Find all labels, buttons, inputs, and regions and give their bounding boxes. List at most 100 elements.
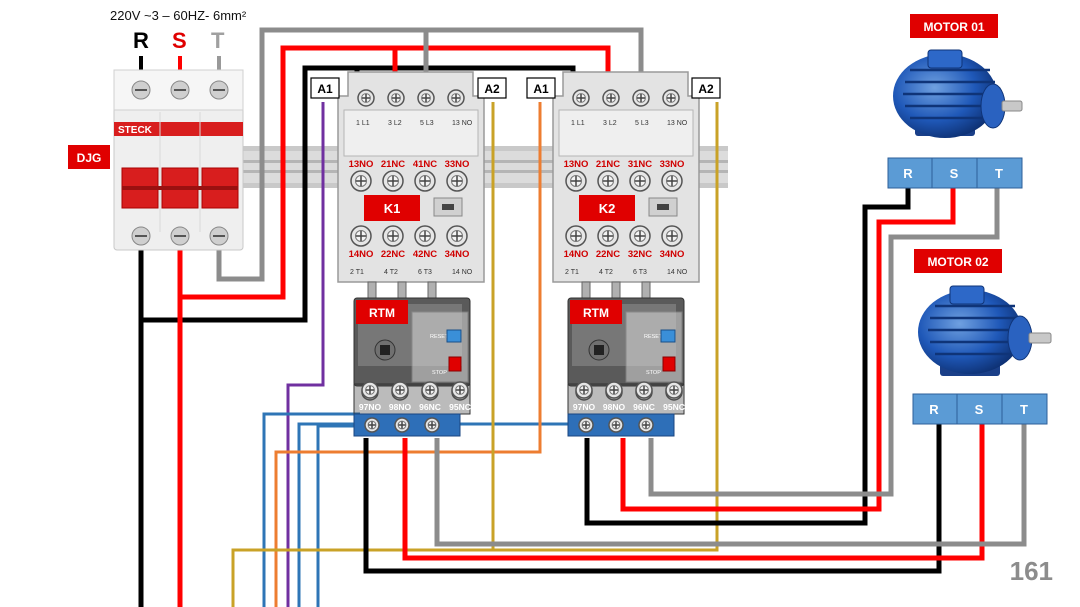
wire-k2-out-red (620, 188, 956, 512)
motor-02: MOTOR 02 R S T (912, 249, 1052, 425)
k2-tag (579, 195, 635, 221)
k1-bottom-term-0: 2 T1 (350, 269, 364, 276)
k1-bottom-contact-3: 34NO (445, 249, 470, 260)
breaker-brand: STECK (118, 125, 153, 136)
rtm-1-contact-0: 97NO (359, 402, 382, 412)
wire-s-k1 (180, 45, 398, 300)
k2-top-term-2: 5 L3 (635, 120, 649, 127)
rtm-1-contact-2: 96NC (419, 402, 441, 412)
rtm-1-contact-3: 95NC (449, 402, 471, 412)
wire-t-main (216, 27, 644, 282)
rtm-1-contact-1: 98NO (389, 402, 412, 412)
supply-spec: 220V ~3 – 60HZ- 6mm² (110, 8, 247, 23)
wire-blue-2 (297, 422, 580, 607)
breaker-top-screws (131, 80, 229, 100)
k2-bottom-term-2: 6 T3 (633, 269, 647, 276)
k2-top-contact-0: 13NO (564, 159, 589, 170)
rtm-1-stop-button[interactable] (448, 356, 462, 372)
k1-a1-label: A1 (317, 82, 333, 96)
motor-02-tag (914, 249, 1002, 273)
rtm-1-reset-label: RESET (430, 334, 449, 340)
k1-bottom-term-3: 14 NO (452, 269, 473, 276)
supply-stubs (139, 56, 221, 70)
k2-bottom-contact-1: 22NC (596, 249, 620, 260)
breaker-bottom-screws (131, 226, 229, 246)
k2-top-term-0: 1 L1 (571, 120, 585, 127)
k2-top-term-1: 3 L2 (603, 120, 617, 127)
rtm-2-label: RTM (583, 306, 609, 320)
wire-k1-out-black (363, 424, 942, 574)
motor-01-tag (910, 14, 998, 38)
k2-top-contact-2: 31NC (628, 159, 652, 170)
k2-top-contact-3: 33NO (660, 159, 685, 170)
phase-s-label: S (172, 28, 187, 53)
wire-gold-a2-k2 (493, 102, 719, 552)
motor-01-terminal-box: R S T (887, 157, 1023, 189)
k1-top-contact-2: 41NC (413, 159, 437, 170)
k1-tag (364, 195, 420, 221)
contactors: 1 L1 3 L2 5 L3 13 NO 13NO 21NC 41NC 33NO K1 14NO 2… (310, 71, 721, 283)
rtm-2-contact-0: 97NO (573, 402, 596, 412)
k1-bottom-contact-2: 42NC (413, 249, 437, 260)
motor-01-label: MOTOR 01 (923, 20, 984, 34)
k2-bottom-contact-3: 34NO (660, 249, 685, 260)
k2-a1-label: A1 (533, 82, 549, 96)
rtm-2-reset-label: RESET (644, 334, 663, 340)
page-number: 161 (1010, 556, 1053, 586)
k1-bottom-contact-1: 22NC (381, 249, 405, 260)
motor-02-term-t: T (1020, 402, 1028, 417)
k2-bottom-term-3: 14 NO (667, 269, 688, 276)
k2-bottom-contact-2: 32NC (628, 249, 652, 260)
wire-k1-out-red (402, 424, 985, 561)
motor-01-term-s: S (950, 166, 959, 181)
k2-top-contact-1: 21NC (596, 159, 620, 170)
k2-bottom-contact-0: 14NO (564, 249, 589, 260)
rtm-2-reset-button[interactable] (660, 329, 676, 343)
rtm-2-contact-2: 96NC (633, 402, 655, 412)
rtm-2-tag (570, 300, 622, 324)
k2-label: K2 (599, 201, 616, 216)
wire-k2-out-black (584, 188, 911, 526)
djg-label: DJG (77, 151, 102, 165)
rtm-1-tag (356, 300, 408, 324)
k2-a2-label: A2 (698, 82, 714, 96)
wire-gold-a2-k1 (231, 102, 495, 607)
motor-01: MOTOR 01 R S T (887, 14, 1023, 189)
motor-01-term-r: R (903, 166, 913, 181)
motor-01-term-t: T (995, 166, 1003, 181)
wire-k1-out-gray (434, 424, 1027, 547)
motor-02-icon (918, 285, 1052, 376)
k2-top-term-3: 13 NO (667, 120, 688, 127)
wire-k2-out-gray (648, 188, 1000, 497)
rtm-1-reset-button[interactable] (446, 329, 462, 343)
rtm-2-stop-label: STOP (646, 370, 661, 376)
contactor-k2: 1 L1 3 L2 5 L3 13 NO 13NO 21NC 31NC 33NO K2 14NO 2… (526, 71, 721, 283)
k1-top-contact-3: 33NO (445, 159, 470, 170)
rtm-1-stop-label: STOP (432, 370, 447, 376)
k1-bottom-term-2: 6 T3 (418, 269, 432, 276)
k1-top-term-1: 3 L2 (388, 120, 402, 127)
k1-a2-label: A2 (484, 82, 500, 96)
k1-top-term-0: 1 L1 (356, 120, 370, 127)
motor-02-label: MOTOR 02 (927, 255, 988, 269)
phase-r-label: R (133, 28, 149, 53)
breaker-handles (121, 167, 239, 209)
k1-top-term-3: 13 NO (452, 120, 473, 127)
motor-02-terminal-box: R S T (912, 393, 1048, 425)
djg-tag (68, 145, 110, 169)
motor-01-icon (893, 49, 1023, 138)
rtm-2-stop-button[interactable] (662, 356, 676, 372)
wire-blue-1 (262, 412, 360, 607)
wire-orange-a1 (274, 102, 542, 607)
k1-top-term-2: 5 L3 (420, 120, 434, 127)
rtm-2-contact-1: 98NO (603, 402, 626, 412)
k1-bottom-term-1: 4 T2 (384, 269, 398, 276)
wire-blue-3 (316, 424, 360, 607)
k1-label: K1 (384, 201, 401, 216)
motor-02-term-s: S (975, 402, 984, 417)
